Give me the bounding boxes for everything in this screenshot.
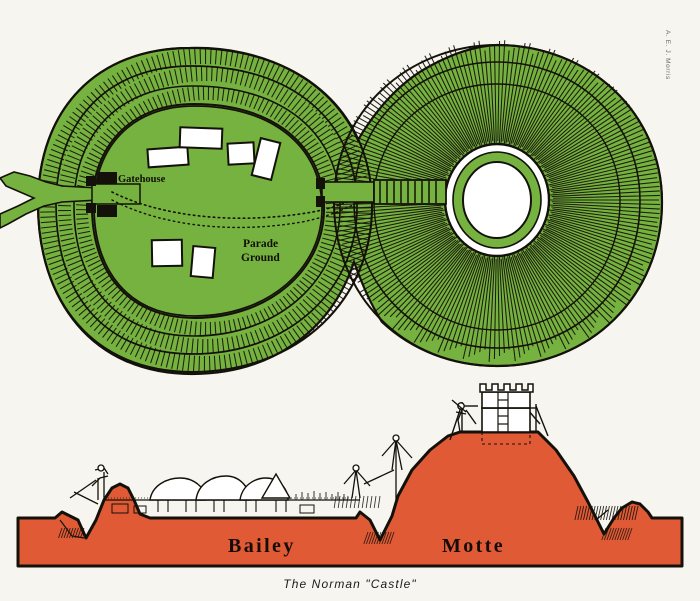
outer-ditch-right xyxy=(574,505,639,521)
motte-rings xyxy=(332,43,664,368)
figure-credit: A. E. J. Morris xyxy=(664,30,671,80)
bailey-huts xyxy=(104,472,360,514)
building-4 xyxy=(250,136,282,182)
inner-ditch-hatch xyxy=(333,495,381,509)
motte-keep-platform xyxy=(443,142,551,258)
building-3 xyxy=(226,141,256,166)
motte-figure xyxy=(451,399,467,433)
figure-caption: The Norman "Castle" xyxy=(283,577,416,591)
connecting-bridge xyxy=(316,178,447,207)
section-label-motte: Motte xyxy=(442,535,505,557)
building-5 xyxy=(150,238,184,268)
plan-label-parade-line1: Parade xyxy=(243,238,278,250)
outer-ditch-left xyxy=(59,519,85,539)
building-6 xyxy=(189,245,217,279)
parade-path xyxy=(111,191,367,229)
inner-ditch xyxy=(363,434,413,500)
ditch-water-right xyxy=(601,527,633,541)
bailey-gate xyxy=(343,464,371,499)
building-1 xyxy=(146,145,190,169)
bailey-rampart-left xyxy=(69,464,109,505)
ditch-water-inner xyxy=(363,531,395,545)
keep-tower xyxy=(479,383,534,445)
gatehouse-structure xyxy=(86,172,117,217)
plan-label-gatehouse: Gatehouse xyxy=(118,174,166,185)
bailey-buildings xyxy=(146,126,282,279)
plan-label-parade-line2: Ground xyxy=(241,252,280,264)
building-2 xyxy=(178,126,224,150)
section-label-bailey: Bailey xyxy=(228,535,296,557)
motte-radial-hatch xyxy=(334,40,660,362)
counterscarp-bank-right xyxy=(595,509,609,521)
